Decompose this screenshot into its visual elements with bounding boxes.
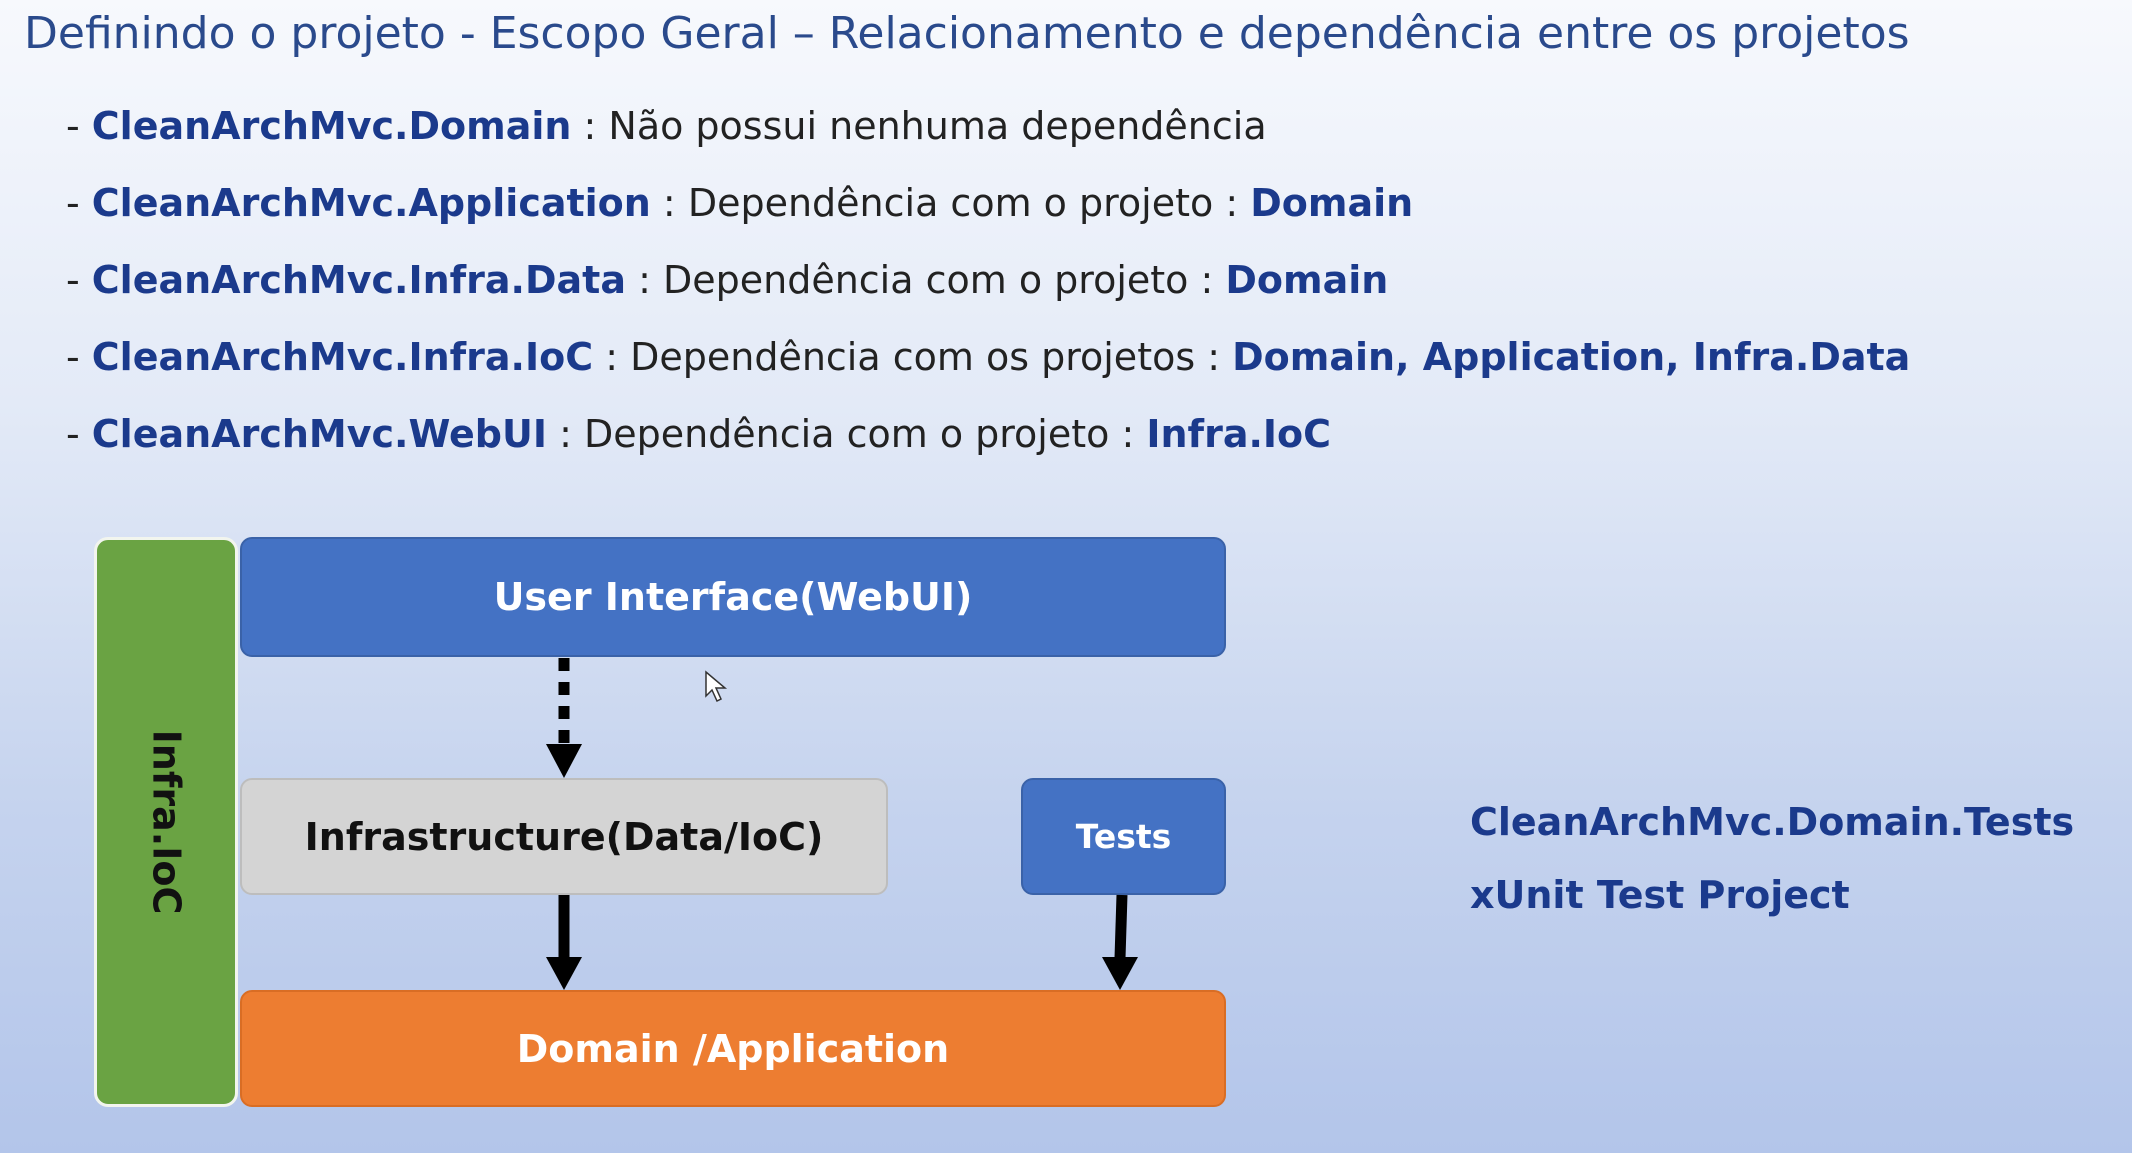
list-item: - CleanArchMvc.WebUI : Dependência com o… (66, 406, 1910, 483)
bullet-separator: : (571, 104, 609, 148)
dependency-targets: Domain (1250, 181, 1414, 225)
dependency-text: Dependência com o projeto : (662, 258, 1226, 302)
project-name: CleanArchMvc.WebUI (91, 412, 547, 456)
mouse-pointer-icon (705, 670, 728, 703)
domain-application-layer: Domain /Application (240, 990, 1226, 1107)
test-project-name: CleanArchMvc.Domain.Tests (1470, 800, 2075, 844)
bullet-separator: : (626, 258, 663, 302)
tests-label: Tests (1075, 817, 1172, 856)
bullet-prefix: - (66, 335, 92, 379)
list-item: - CleanArchMvc.Infra.IoC : Dependência c… (66, 329, 1910, 406)
infra-ioc-layer: Infra.IoC (94, 537, 238, 1107)
dependency-text: Dependência com os projetos : (630, 335, 1233, 379)
project-name: CleanArchMvc.Domain (91, 104, 572, 148)
user-interface-layer: User Interface(WebUI) (240, 537, 1226, 657)
bullet-prefix: - (66, 412, 92, 456)
dependency-list: - CleanArchMvc.Domain : Não possui nenhu… (66, 98, 1910, 483)
dependency-text: Dependência com o projeto : (583, 412, 1147, 456)
dependency-text: Dependência com o projeto : (687, 181, 1251, 225)
project-name: CleanArchMvc.Infra.IoC (91, 335, 594, 379)
infrastructure-label: Infrastructure(Data/IoC) (304, 814, 824, 859)
infrastructure-layer: Infrastructure(Data/IoC) (240, 778, 888, 895)
arrowhead-ui-to-infra (546, 744, 582, 778)
list-item: - CleanArchMvc.Infra.Data : Dependência … (66, 252, 1910, 329)
bullet-separator: : (546, 412, 584, 456)
arrow-tests-to-domain (1114, 894, 1128, 959)
slide-title: Definindo o projeto - Escopo Geral – Rel… (24, 8, 1910, 59)
bullet-prefix: - (66, 181, 92, 225)
arrowhead-tests-to-domain (1102, 957, 1138, 990)
domain-application-label: Domain /Application (516, 1026, 950, 1071)
dependency-targets: Domain, Application, Infra.Data (1232, 335, 1911, 379)
test-project-type: xUnit Test Project (1470, 873, 1850, 917)
tests-layer: Tests (1021, 778, 1226, 895)
bullet-separator: : (650, 181, 688, 225)
dependency-targets: Infra.IoC (1146, 412, 1332, 456)
bullet-prefix: - (66, 258, 92, 302)
arrowhead-infra-to-domain (546, 957, 582, 990)
list-item: - CleanArchMvc.Domain : Não possui nenhu… (66, 98, 1910, 175)
bullet-prefix: - (66, 104, 92, 148)
dependency-targets: Domain (1225, 258, 1389, 302)
user-interface-label: User Interface(WebUI) (493, 575, 973, 619)
project-name: CleanArchMvc.Application (91, 181, 651, 225)
project-name: CleanArchMvc.Infra.Data (91, 258, 626, 302)
dependency-text: Não possui nenhuma dependência (608, 104, 1267, 148)
bullet-separator: : (593, 335, 631, 379)
list-item: - CleanArchMvc.Application : Dependência… (66, 175, 1910, 252)
